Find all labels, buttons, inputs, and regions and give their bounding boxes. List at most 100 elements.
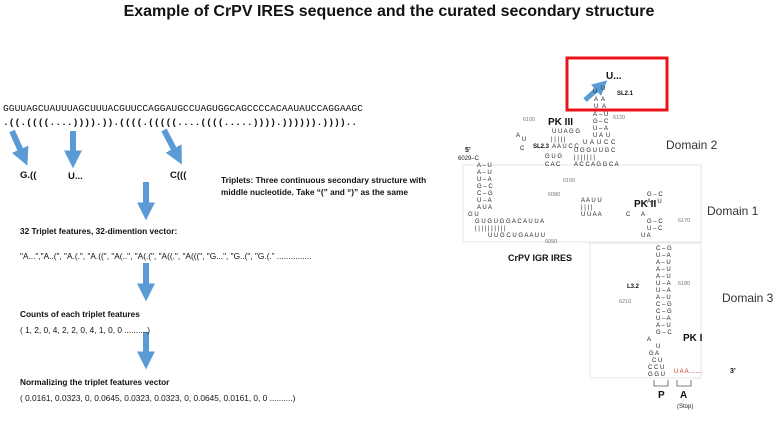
svg-text:C – G: C – G bbox=[477, 191, 493, 197]
svg-text:G A: G A bbox=[649, 351, 659, 357]
highlight-text: U... bbox=[606, 71, 622, 82]
pk3-label: PK III bbox=[548, 117, 573, 128]
svg-text:U U G C U G A A U U: U U G C U G A A U U bbox=[488, 233, 545, 239]
triplet-label-1: G.(( bbox=[20, 170, 37, 181]
svg-text:G – C: G – C bbox=[647, 192, 663, 198]
svg-text:C: C bbox=[611, 140, 616, 146]
domain3-box bbox=[589, 242, 702, 379]
svg-text:A: A bbox=[641, 212, 645, 218]
svg-text:U – A: U – A bbox=[656, 253, 671, 259]
svg-text:G U G U G G A C A U U A: G U G U G G A C A U U A bbox=[475, 219, 544, 225]
svg-text:A A U U: A A U U bbox=[581, 198, 602, 204]
svg-text:A: A bbox=[601, 97, 605, 103]
rna-sequence: GGUUAGCUAUUUAGCUUUACGUUCCAGGAUGCCUAGUGGC… bbox=[3, 103, 364, 114]
svg-text:U: U bbox=[593, 133, 597, 139]
svg-text:U – A: U – A bbox=[477, 177, 492, 183]
pk2-label: PK II bbox=[634, 199, 656, 210]
svg-text:–: – bbox=[599, 112, 603, 118]
domain1-label: Domain 1 bbox=[707, 204, 759, 218]
svg-text:U – A: U – A bbox=[477, 198, 492, 204]
svg-text:U: U bbox=[522, 137, 526, 143]
pos-6080: 6080 bbox=[548, 192, 560, 198]
pos-6050: 6050 bbox=[545, 239, 557, 245]
svg-text:U U A A: U U A A bbox=[581, 212, 602, 218]
pos-6150: 6150 bbox=[563, 178, 575, 184]
svg-text:A – U: A – U bbox=[647, 199, 662, 205]
pk1-label: PK I bbox=[683, 333, 703, 344]
svg-text:A A U C C: A A U C C bbox=[552, 144, 579, 150]
svg-text:A: A bbox=[516, 133, 520, 139]
svg-text:A – U: A – U bbox=[477, 170, 492, 176]
p-site-bracket bbox=[653, 380, 669, 387]
triplet-label-2: U... bbox=[68, 171, 83, 182]
svg-text:A: A bbox=[604, 126, 608, 132]
domain2-label: Domain 2 bbox=[666, 138, 718, 152]
svg-text:U – C: U – C bbox=[647, 226, 663, 232]
domain3-stem: C – G U – A A – U A – U A – U U – A U – … bbox=[647, 246, 672, 378]
counts-vector: ( 1, 2, 0, 4, 2, 2, 0, 4, 1, 0, 0 ......… bbox=[20, 325, 151, 335]
stop-label: (Stop) bbox=[677, 404, 693, 410]
svg-text:A – U: A – U bbox=[656, 295, 671, 301]
p-site-label: P bbox=[658, 390, 665, 401]
svg-text:A: A bbox=[593, 112, 597, 118]
svg-text:C – G: C – G bbox=[656, 246, 672, 252]
svg-text:U: U bbox=[604, 112, 608, 118]
ires-label: CrPV IGR IRES bbox=[508, 253, 572, 263]
svg-text:U: U bbox=[597, 140, 601, 146]
svg-text:U: U bbox=[593, 89, 597, 95]
a-site-label: A bbox=[680, 390, 687, 401]
svg-text:C: C bbox=[520, 146, 525, 152]
svg-text:C A C: C A C bbox=[545, 162, 561, 168]
svg-text:U: U bbox=[606, 133, 610, 139]
svg-text:U: U bbox=[594, 104, 598, 110]
svg-text:U – A: U – A bbox=[656, 316, 671, 322]
svg-text:U: U bbox=[656, 344, 660, 350]
svg-text:A: A bbox=[590, 140, 594, 146]
pos-6210: 6210 bbox=[619, 299, 631, 305]
svg-text:U: U bbox=[593, 126, 597, 132]
svg-text:–: – bbox=[599, 119, 603, 125]
svg-text:A – U: A – U bbox=[656, 274, 671, 280]
dot-bracket-structure: .((.((((....)))).)).((((.(((((....((((..… bbox=[3, 117, 358, 128]
counts-title: Counts of each triplet features bbox=[20, 309, 140, 319]
features-vector: "A...","A..(", "A.(.", "A.((", "A(..", "… bbox=[20, 251, 312, 261]
svg-text:A: A bbox=[647, 337, 651, 343]
l32-label: L3.2 bbox=[627, 284, 640, 290]
pos-6120: 6120 bbox=[613, 115, 625, 121]
sl23-label: SL2.3 bbox=[533, 144, 550, 150]
highlight-box bbox=[565, 56, 669, 112]
svg-text:U – A: U – A bbox=[656, 281, 671, 287]
svg-text:U G G U U G C: U G G U U G C bbox=[574, 148, 616, 154]
svg-text:A C C A G G C A: A C C A G G C A bbox=[574, 162, 619, 168]
svg-text:C: C bbox=[626, 212, 631, 218]
svg-text:A – U: A – U bbox=[656, 323, 671, 329]
svg-text:A U A: A U A bbox=[477, 205, 492, 211]
svg-text:U – A: U – A bbox=[656, 288, 671, 294]
svg-text:C – G: C – G bbox=[656, 302, 672, 308]
svg-text:G U G: G U G bbox=[545, 154, 562, 160]
svg-text:–: – bbox=[599, 126, 603, 132]
svg-text:A: A bbox=[602, 104, 606, 110]
svg-text:G – C: G – C bbox=[477, 184, 493, 190]
pos-6100: 6100 bbox=[523, 117, 535, 123]
triplet-note-line2: middle nucleotide. Take “(” and “)” as t… bbox=[221, 187, 409, 197]
domain1-box bbox=[462, 164, 702, 243]
svg-text:U: U bbox=[583, 140, 587, 146]
svg-text:A – U: A – U bbox=[656, 267, 671, 273]
svg-text:G G U: G G U bbox=[648, 372, 665, 378]
svg-text:A: A bbox=[599, 133, 603, 139]
svg-text:| | | | | | |: | | | | | | | bbox=[574, 155, 595, 161]
page-title: Example of CrPV IRES sequence and the cu… bbox=[123, 3, 655, 20]
svg-text:C – G: C – G bbox=[656, 309, 672, 315]
svg-text:| | | | | | | | | |: | | | | | | | | | | bbox=[475, 226, 506, 232]
svg-text:A – U: A – U bbox=[477, 163, 492, 169]
svg-text:A – U: A – U bbox=[656, 260, 671, 266]
svg-text:G – C: G – C bbox=[647, 219, 663, 225]
pos-6170: 6170 bbox=[678, 218, 690, 224]
left-stem: A – U A – U U – A G – C C – G U – A A U … bbox=[468, 163, 545, 239]
svg-text:C C U: C C U bbox=[648, 365, 664, 371]
